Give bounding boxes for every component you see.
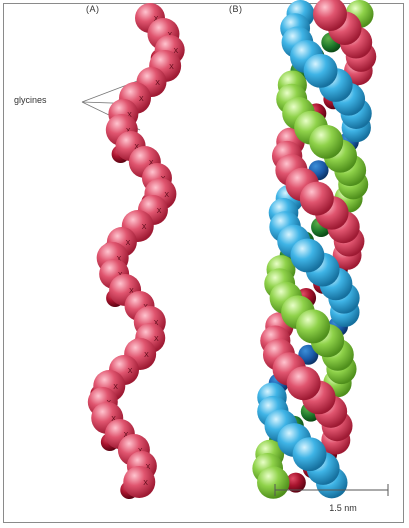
residue-marker: X [113, 384, 118, 391]
atom-sphere [300, 182, 334, 216]
residue-marker: X [169, 64, 174, 71]
atom-sphere [257, 466, 289, 498]
residue-marker: X [155, 80, 160, 87]
residue-marker: X [126, 240, 131, 247]
residue-marker: X [157, 208, 162, 215]
single-chain-helix: XXXXXXXXXXXXXXXXXXXXXXXXXXXXXX [88, 3, 185, 499]
atom-sphere [309, 125, 343, 159]
atom-sphere [123, 466, 155, 498]
atom-sphere [296, 309, 330, 343]
residue-marker: X [128, 368, 133, 375]
residue-marker: X [154, 336, 159, 343]
triple-helix [252, 0, 376, 499]
residue-marker: X [139, 96, 144, 103]
residue-marker: X [164, 192, 169, 199]
residue-marker: X [144, 352, 149, 359]
residue-marker: X [143, 480, 148, 487]
atom-sphere [304, 54, 338, 88]
residue-marker: X [142, 224, 147, 231]
atom-sphere [290, 238, 324, 272]
atom-sphere [287, 366, 321, 400]
atom-sphere [293, 437, 327, 471]
